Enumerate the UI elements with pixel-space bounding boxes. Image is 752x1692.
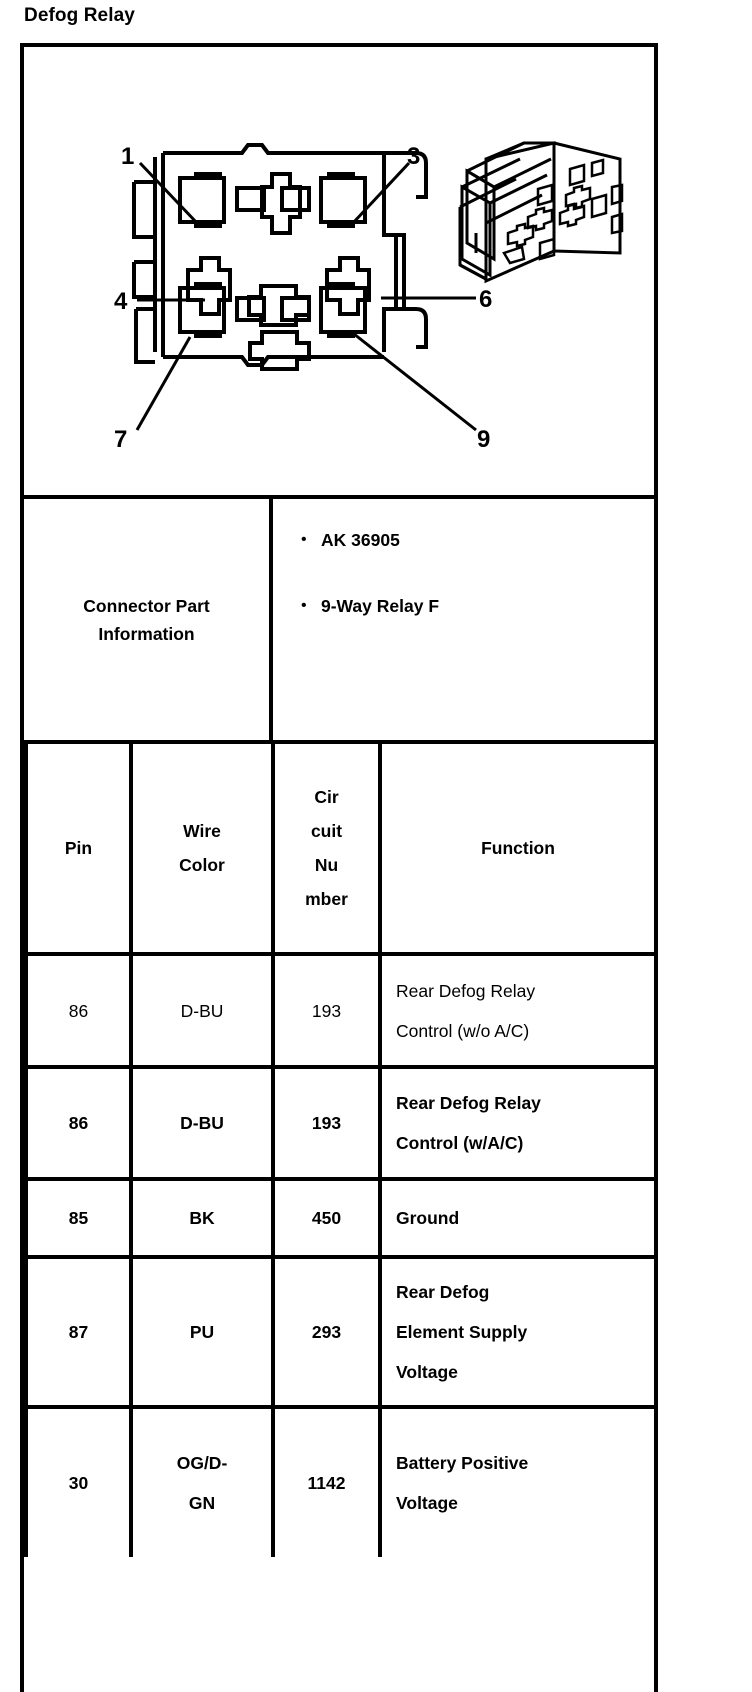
- cavity-center: [247, 284, 311, 327]
- callout-4: 4: [114, 288, 128, 315]
- cavity-pin-9: [319, 286, 367, 334]
- cell-circuit-number: 193: [271, 1065, 382, 1181]
- connector-info-frame: 1 3 4 6 7 9 Connector Part Information •: [20, 43, 658, 1692]
- table-row: 85 BK 450 Ground: [24, 1177, 658, 1259]
- cell-wire-color: BK: [129, 1177, 275, 1259]
- cell-pin: 86: [24, 952, 133, 1069]
- cell-function: Rear Defog Element Supply Voltage: [378, 1255, 658, 1409]
- column-header-function: Function: [378, 744, 658, 956]
- cell-function: Rear Defog Relay Control (w/o A/C): [378, 952, 658, 1069]
- connector-end-view-svg: 1 3 4 6 7 9: [114, 141, 624, 453]
- column-header-circuit-number: Cir cuit Nu mber: [271, 744, 382, 956]
- face-bottom-edge: [163, 355, 384, 367]
- cavity-cross-right: [325, 256, 371, 316]
- cavity-9-tab-top: [327, 282, 355, 288]
- face-top-edge: [163, 143, 354, 155]
- cell-pin: 87: [24, 1255, 133, 1409]
- connector-part-information-label: Connector Part Information: [24, 499, 273, 740]
- left-latch-upper: [132, 182, 155, 239]
- cavity-bottom-middle: [248, 330, 311, 371]
- table-header-row: Pin Wire Color Cir cuit Nu mber Function: [24, 744, 658, 956]
- connector-isometric-view: [458, 141, 624, 284]
- cavity-1-tab-top: [194, 172, 222, 178]
- connector-type-text: 9-Way Relay F: [321, 596, 440, 616]
- connector-part-information-values: • AK 36905 • 9-Way Relay F: [273, 499, 654, 740]
- cell-pin: 85: [24, 1177, 133, 1259]
- cell-wire-color: D-BU: [129, 1065, 275, 1181]
- table-row: 30 OG/D- GN 1142 Battery Positive Voltag…: [24, 1405, 658, 1557]
- leader-line-3: [351, 161, 411, 225]
- leader-line-1: [138, 161, 199, 225]
- cavity-7-tab-top: [194, 282, 222, 288]
- table-row: 86 D-BU 193 Rear Defog Relay Control (w/…: [24, 952, 658, 1069]
- callout-7: 7: [114, 426, 127, 453]
- callout-6: 6: [479, 286, 492, 313]
- leader-line-9: [353, 332, 477, 432]
- cell-wire-color: PU: [129, 1255, 275, 1409]
- cavity-3-tab-bottom: [327, 222, 355, 228]
- callout-9: 9: [477, 426, 490, 453]
- cell-pin: 30: [24, 1405, 133, 1557]
- cavity-pin-3: [319, 176, 367, 224]
- face-top-right: [354, 151, 386, 192]
- part-info-bullet-item: • AK 36905: [301, 529, 654, 551]
- cavity-9-tab-bottom: [327, 332, 355, 338]
- bullet-icon: •: [301, 597, 307, 614]
- cavity-small-top-right: [280, 186, 311, 212]
- cell-circuit-number: 450: [271, 1177, 382, 1259]
- part-number-text: AK 36905: [321, 530, 400, 550]
- page-title: Defog Relay: [24, 5, 135, 26]
- cavity-cross-left: [186, 256, 232, 316]
- connector-illustration-panel: 1 3 4 6 7 9: [24, 47, 654, 499]
- cavity-1-tab-bottom: [194, 222, 222, 228]
- cell-function: Rear Defog Relay Control (w/A/C): [378, 1065, 658, 1181]
- connector-part-information-row: Connector Part Information • AK 36905 • …: [24, 499, 654, 744]
- cavity-3-tab-top: [327, 172, 355, 178]
- cell-circuit-number: 293: [271, 1255, 382, 1409]
- cavity-small-top-left: [235, 186, 266, 212]
- table-row: 86 D-BU 193 Rear Defog Relay Control (w/…: [24, 1065, 658, 1181]
- callout-3: 3: [407, 143, 420, 170]
- callout-1: 1: [121, 143, 134, 170]
- part-info-label-line-1: Connector Part: [83, 595, 210, 616]
- cell-circuit-number: 193: [271, 952, 382, 1069]
- column-header-wire-color: Wire Color: [129, 744, 275, 956]
- face-right-shoulder-top: [384, 151, 428, 199]
- cell-circuit-number: 1142: [271, 1405, 382, 1557]
- cavity-pin-7: [178, 286, 226, 334]
- column-header-pin: Pin: [24, 744, 133, 956]
- cavity-pin-1: [178, 176, 226, 224]
- part-info-bullet-item: • 9-Way Relay F: [301, 595, 654, 617]
- cavity-cross-top: [260, 172, 302, 235]
- table-row: 87 PU 293 Rear Defog Element Supply Volt…: [24, 1255, 658, 1409]
- cell-wire-color: OG/D- GN: [129, 1405, 275, 1557]
- part-info-label-line-2: Information: [98, 623, 195, 644]
- cell-wire-color: D-BU: [129, 952, 275, 1069]
- leader-line-7: [135, 336, 192, 431]
- iso-right-face: [553, 141, 622, 255]
- cell-function: Ground: [378, 1177, 658, 1259]
- face-right-shoulder-bottom: [384, 307, 428, 349]
- cell-function: Battery Positive Voltage: [378, 1405, 658, 1557]
- cavity-7-tab-bottom: [194, 332, 222, 338]
- pin-assignment-table: Pin Wire Color Cir cuit Nu mber Function: [24, 744, 658, 1557]
- cell-pin: 86: [24, 1065, 133, 1181]
- bullet-icon: •: [301, 531, 307, 548]
